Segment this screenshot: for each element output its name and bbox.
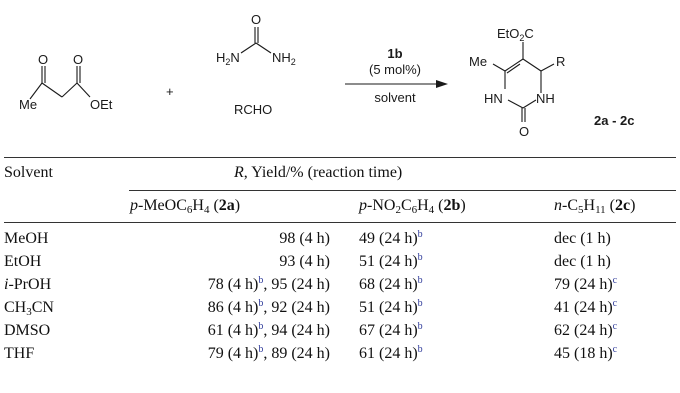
group-header-rule	[129, 190, 676, 191]
eto2c-label: EtO2C	[497, 26, 534, 43]
yield-2a-cell: 79 (4 h)b, 89 (24 h)	[207, 344, 330, 363]
yield-2b-cell: 49 (24 h)b	[359, 229, 423, 248]
urea-structure	[240, 27, 272, 54]
solvent-cell: DMSO	[4, 322, 51, 339]
header-bottom-rule	[4, 222, 676, 223]
yield-2c-cell: 45 (18 h)c	[554, 344, 618, 363]
yield-2a-cell: 78 (4 h)b, 95 (24 h)	[207, 275, 330, 294]
me-label: Me	[19, 97, 37, 112]
yield-2b-cell: 51 (24 h)b	[359, 298, 423, 317]
oet-label: OEt	[90, 97, 113, 112]
product-hn-label: HN	[484, 91, 503, 106]
catalyst-label: 1b	[387, 46, 402, 61]
col-header-2a: p-MeOC6H4 (2a)	[130, 197, 241, 216]
col-header-solvent: Solvent	[4, 164, 53, 181]
yield-2b-cell: 67 (24 h)b	[359, 321, 423, 340]
product-r-label: R	[556, 54, 565, 69]
ketone-o-label: O	[38, 52, 48, 67]
yield-2b-cell: 51 (24 h)b	[359, 252, 423, 271]
urea-o-label: O	[251, 12, 261, 27]
urea-nh2-label: NH2	[272, 50, 296, 67]
urea-h2n-label: H2N	[216, 50, 240, 67]
product-me-label: Me	[469, 54, 487, 69]
catalyst-loading-label: (5 mol%)	[369, 62, 421, 77]
aldehyde-label: RCHO	[234, 102, 272, 117]
reaction-scheme: Me O O OEt + O H2N NH2 RCHO 1b (5 mol%) …	[0, 0, 680, 150]
product-o-label: O	[519, 124, 529, 139]
col-header-2c: n-C5H11 (2c)	[554, 197, 636, 216]
yield-2b-cell: 61 (24 h)b	[359, 344, 423, 363]
product-label: 2a - 2c	[594, 113, 634, 128]
ethyl-acetoacetate-structure	[29, 66, 91, 100]
solvent-cell: CH3CN	[4, 299, 54, 318]
yield-2a-cell: 61 (4 h)b, 94 (24 h)	[207, 321, 330, 340]
ester-o-label: O	[73, 52, 83, 67]
yield-2c-cell: 62 (24 h)c	[554, 321, 618, 340]
arrow-head	[436, 80, 448, 88]
solvent-cell: MeOH	[4, 230, 49, 247]
yield-2a-cell: 98 (4 h)	[279, 230, 330, 247]
yield-2c-cell: dec (1 h)	[554, 253, 611, 270]
solvent-cell: i-PrOH	[4, 276, 52, 293]
yield-2a-cell: 86 (4 h)b, 92 (24 h)	[207, 298, 330, 317]
yield-2a-cell: 93 (4 h)	[279, 253, 330, 270]
yield-2c-cell: 79 (24 h)c	[554, 275, 618, 294]
table-top-rule	[4, 157, 676, 158]
solvent-cell: THF	[4, 345, 35, 362]
product-structure	[492, 42, 555, 122]
col-header-2b: p-NO2C6H4 (2b)	[359, 197, 466, 216]
solvent-condition-label: solvent	[374, 90, 416, 105]
yield-2b-cell: 68 (24 h)b	[359, 275, 423, 294]
yield-2c-cell: 41 (24 h)c	[554, 298, 618, 317]
plus-sign: +	[166, 84, 174, 99]
product-nh-label: NH	[536, 91, 555, 106]
group-header: R, Yield/% (reaction time)	[234, 164, 403, 181]
yield-2c-cell: dec (1 h)	[554, 230, 611, 247]
solvent-cell: EtOH	[4, 253, 42, 270]
